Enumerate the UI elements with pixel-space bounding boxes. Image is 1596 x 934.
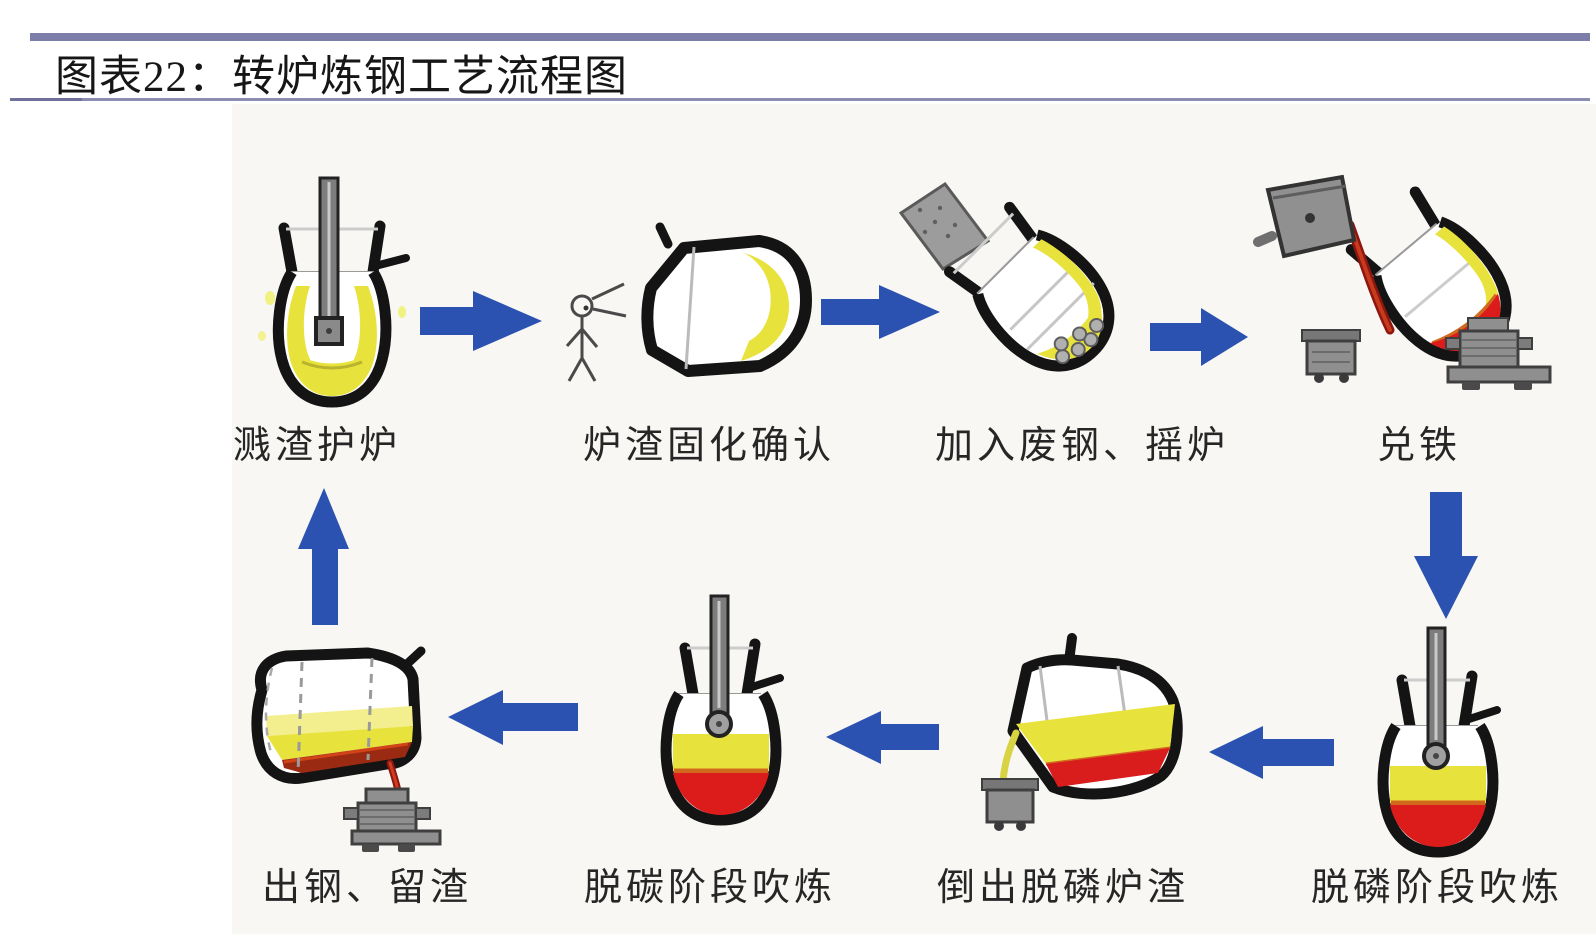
flow-arrow-8-to-1-up-icon [298,488,349,625]
station-4-hot-metal-charging-icon [1253,174,1552,390]
flow-arrow-6-to-7-left-icon [826,711,939,764]
flow-arrow-4-to-5-down-icon [1414,492,1478,619]
step-label-decarburization-blowing: 脱碳阶段吹炼 [583,867,837,909]
flow-arrow-1-to-2-right-icon [420,291,542,351]
flow-arrow-7-to-8-left-icon [448,690,578,745]
station-2-worker-inspecting-converter-icon [565,222,812,382]
step-label-tap-steel-retain-slag: 出钢、留渣 [261,867,473,909]
flow-arrow-2-to-3-right-icon [821,285,940,339]
station-3-scrap-chute-converter-icon [898,181,1115,372]
flow-arrow-3-to-4-right-icon [1150,308,1248,366]
station-5-blowing-converter-icon [1383,628,1497,852]
step-label-pour-out-dephosphorization-slag: 倒出脱磷炉渣 [936,867,1190,909]
flow-arrow-5-to-6-left-icon [1209,726,1334,779]
station-6-slag-pouring-converter-icon [981,633,1183,831]
title-divider [10,98,1590,101]
figure-title: 图表22：转炉炼钢工艺流程图 [55,54,628,101]
process-flow-diagram-background [232,104,1596,934]
step-label-slag-solidification-check: 炉渣固化确认 [582,425,836,467]
header-accent-bar [30,33,1590,41]
step-label-add-scrap-rock-furnace: 加入废钢、摇炉 [934,425,1230,467]
station-8-steel-tapping-converter-icon [251,646,442,852]
station-7-blowing-converter-icon [666,596,780,820]
step-label-dephosphorization-blowing: 脱磷阶段吹炼 [1310,867,1564,909]
step-label-charge-hot-metal: 兑铁 [1376,425,1462,467]
station-1-slag-splash-converter-icon [258,176,410,408]
step-label-slag-splash: 溅渣护炉 [232,425,402,467]
